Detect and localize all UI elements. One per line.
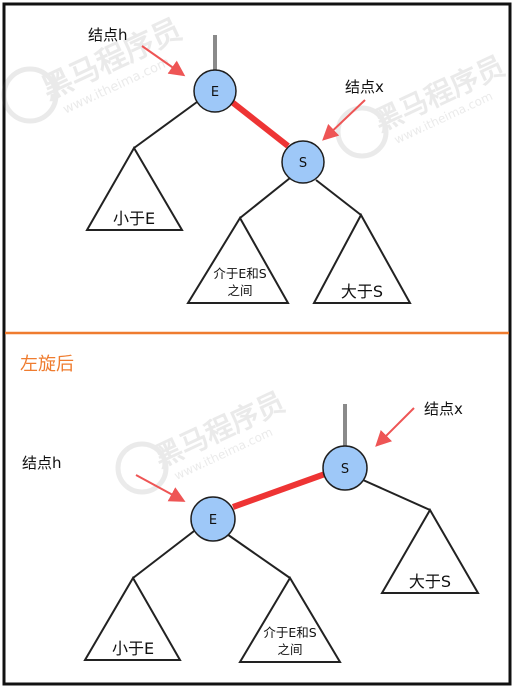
section-title: 左旋后: [20, 354, 74, 375]
link-e-left-subtree: [133, 101, 198, 149]
node-e: [193, 69, 237, 113]
red-link-e-s: [230, 99, 290, 149]
subtree-less-than-e: [83, 576, 182, 661]
node-s-label: S: [341, 462, 349, 477]
subtree-greater-than-s: [380, 508, 480, 594]
subtree-greater-than-s: [312, 212, 412, 304]
red-link-s-e: [231, 471, 327, 510]
watermark-logo-icon: [1, 66, 59, 124]
node-h-annotation: 结点h: [88, 26, 128, 44]
link-s-right-subtree: [315, 179, 362, 216]
node-h-arrow: [141, 45, 186, 77]
subtree-between-e-s: [238, 576, 342, 663]
link-s-right-subtree: [362, 479, 431, 511]
node-x-annotation: 结点x: [424, 400, 463, 418]
subtree-less-than-e: [85, 146, 184, 231]
subtree-between-label-line1: 介于E和S: [213, 266, 266, 281]
subtree-less-than-e-label: 小于E: [113, 209, 155, 228]
node-e-label: E: [211, 85, 219, 100]
bottom-tree: 左旋后 大于S 小于E 介于E和S 之间 S E 结点h 结点x: [20, 354, 480, 663]
top-tree: 小于E 介于E和S 之间 大于S E S 结点h 结点x: [85, 26, 412, 304]
subtree-between-e-s: [186, 216, 290, 304]
node-x-arrow: [322, 99, 366, 141]
node-h-arrow: [135, 474, 186, 502]
link-e-left-subtree: [132, 527, 199, 579]
link-e-middle-subtree: [223, 531, 291, 579]
node-s: [281, 140, 325, 184]
node-x-annotation: 结点x: [345, 78, 384, 96]
subtree-greater-than-s-label: 大于S: [341, 282, 383, 301]
subtree-between-label-line1: 介于E和S: [263, 625, 316, 640]
subtree-between-label-line2: 之间: [227, 283, 252, 298]
node-s: [322, 445, 368, 491]
node-e: [190, 496, 236, 542]
node-h-annotation: 结点h: [22, 454, 62, 472]
link-s-middle-subtree: [239, 177, 291, 219]
subtree-less-than-e-label: 小于E: [112, 639, 154, 658]
watermark-logo-icon: [115, 441, 169, 495]
node-x-arrow: [375, 407, 415, 447]
node-e-label: E: [209, 513, 217, 528]
subtree-between-label-line2: 之间: [277, 642, 302, 657]
subtree-greater-than-s-label: 大于S: [409, 572, 451, 591]
node-s-label: S: [299, 156, 307, 171]
